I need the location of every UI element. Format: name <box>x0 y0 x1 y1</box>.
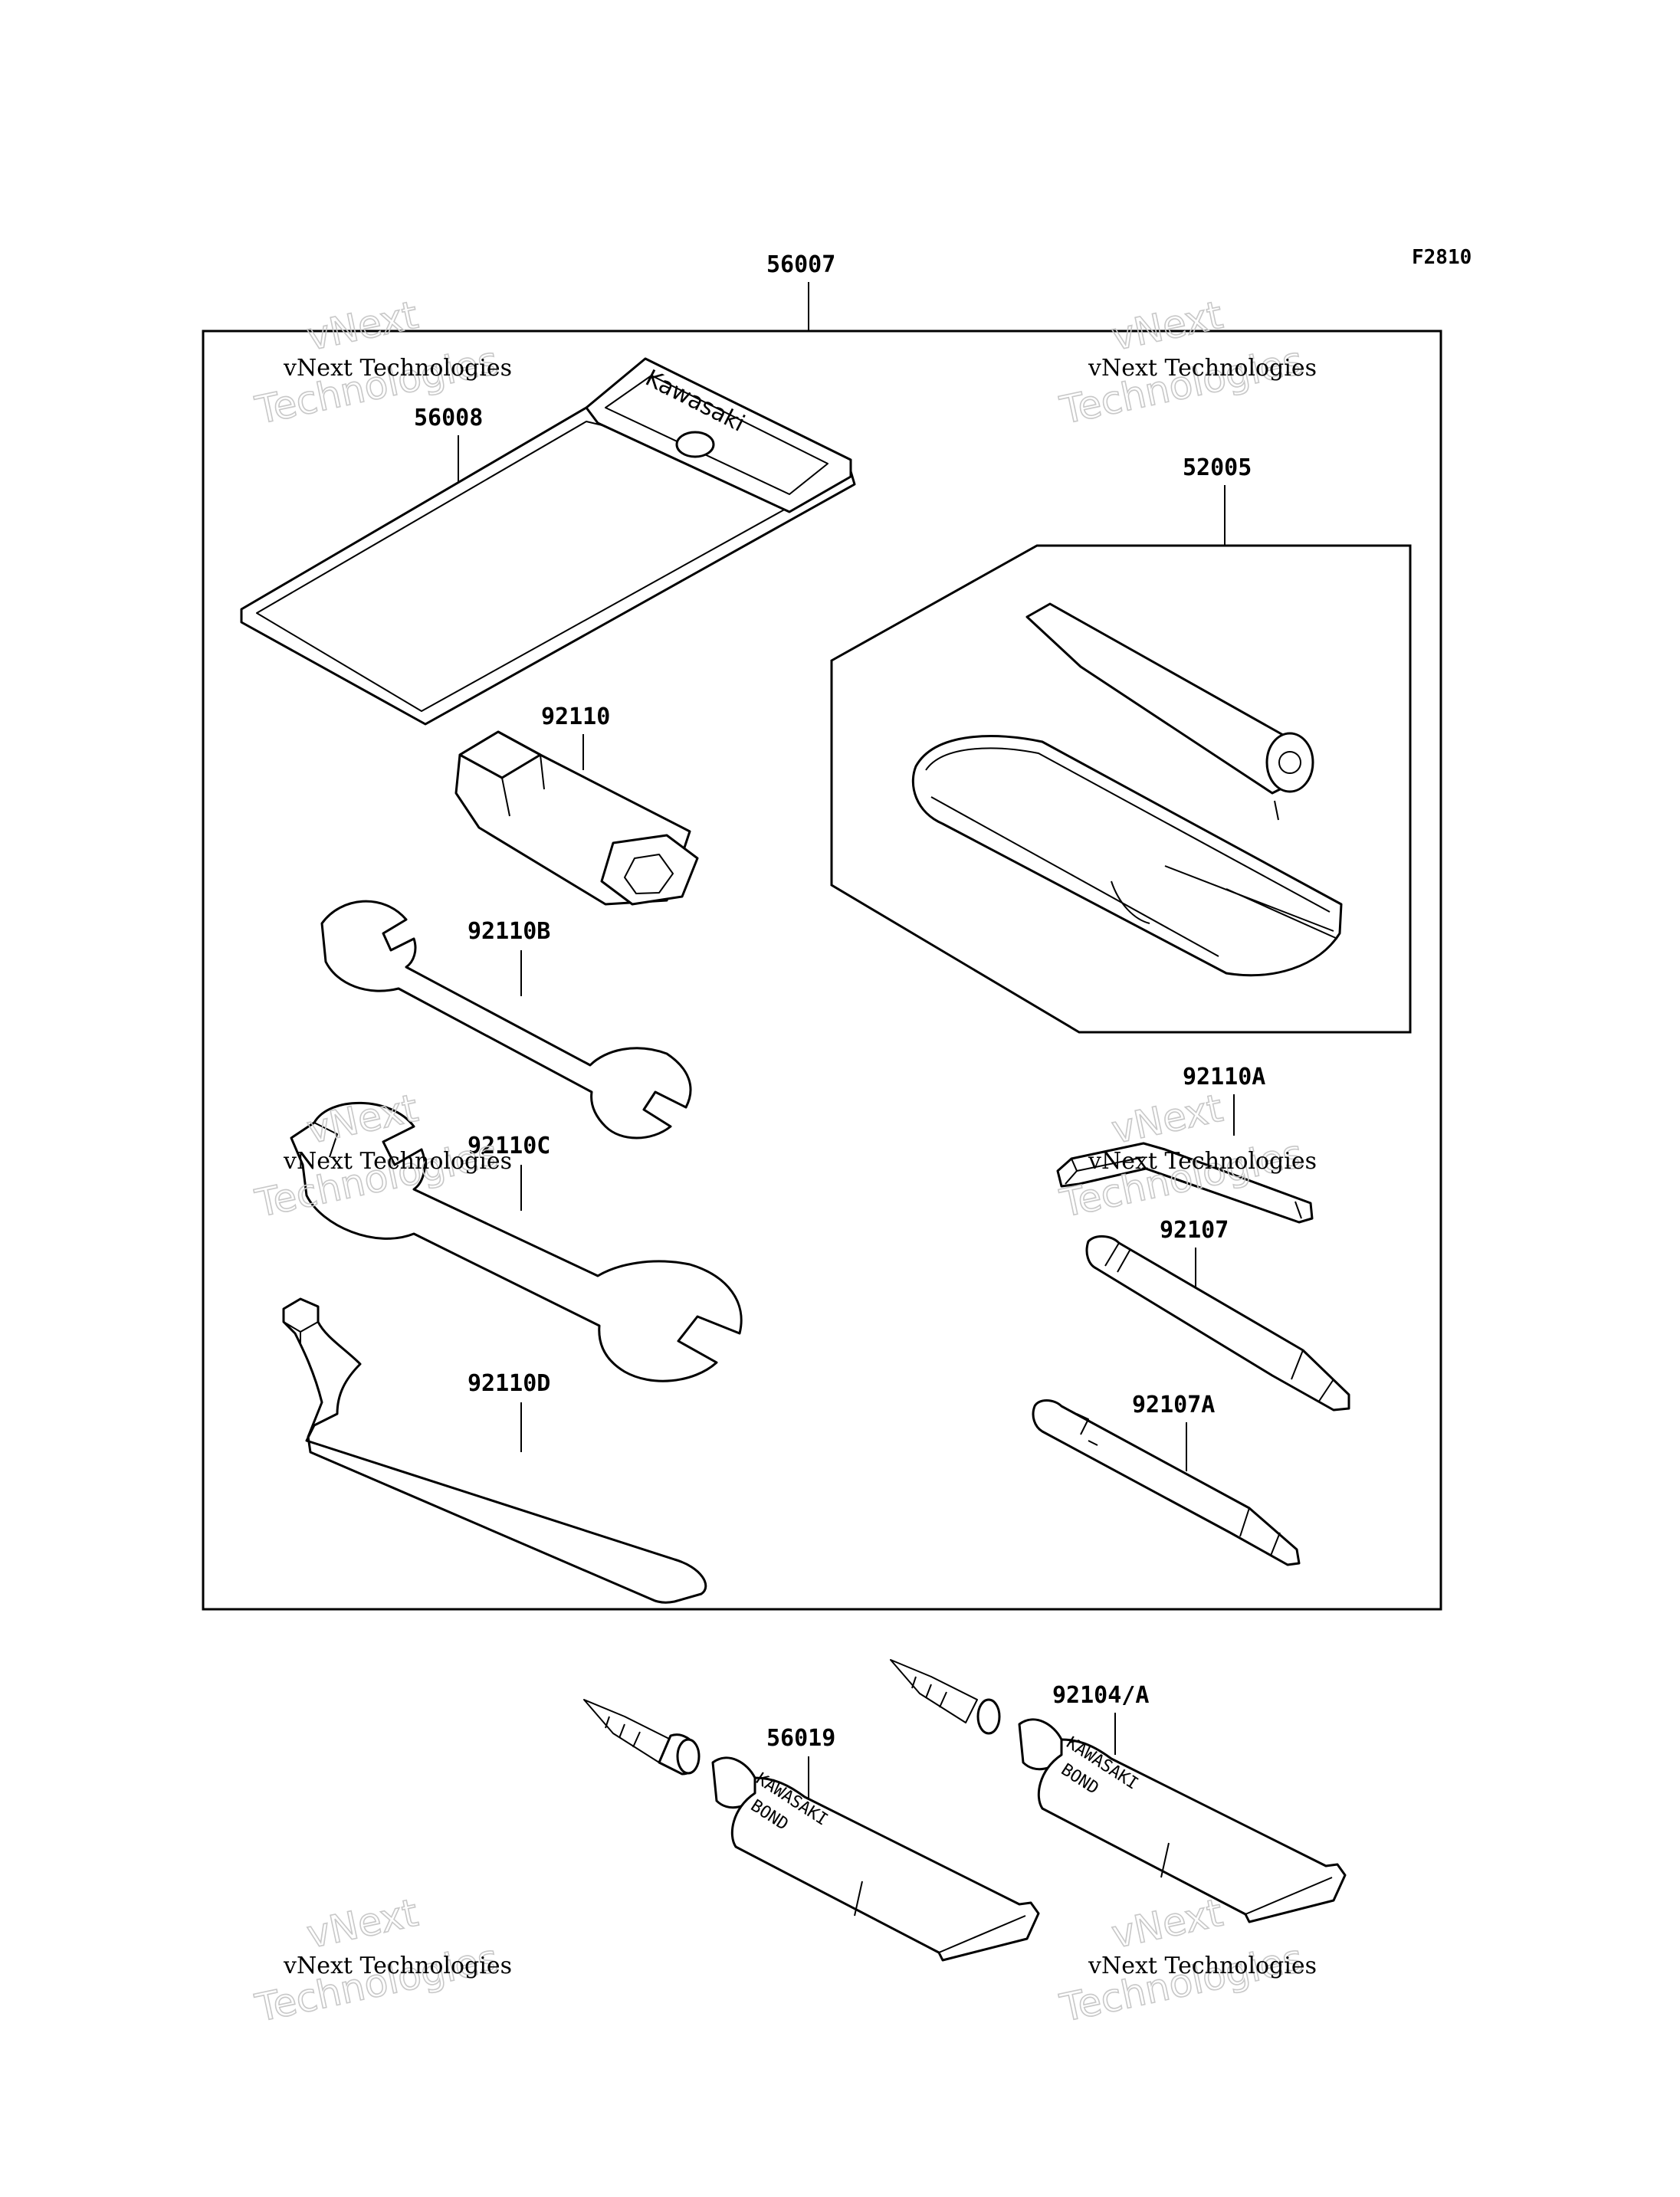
label-92110B: 92110B <box>468 918 550 945</box>
label-92110C: 92110C <box>468 1133 550 1159</box>
label-92110D: 92110D <box>468 1370 550 1397</box>
svg-text:vNext Technologies: vNext Technologies <box>283 1953 512 1979</box>
svg-text:Technologies: Technologies <box>251 1936 502 2031</box>
svg-text:vNext: vNext <box>1107 293 1226 359</box>
diagram-code: F2810 <box>1412 246 1472 269</box>
svg-text:vNext: vNext <box>1107 1086 1226 1153</box>
label-92110: 92110 <box>541 703 610 730</box>
svg-text:Technologies: Technologies <box>1056 1936 1307 2031</box>
label-56019: 56019 <box>766 1725 835 1752</box>
watermark: vNext Technologies vNext Technologies <box>1055 292 1317 434</box>
plug-wrench-92110 <box>454 730 699 906</box>
label-92110A: 92110A <box>1183 1064 1265 1090</box>
screwdriver-92107 <box>1085 1235 1350 1412</box>
svg-text:vNext: vNext <box>303 293 422 359</box>
svg-text:vNext Technologies: vNext Technologies <box>1088 1148 1317 1175</box>
kit-frame <box>202 330 1442 1611</box>
label-52005: 52005 <box>1183 454 1252 481</box>
svg-text:vNext: vNext <box>303 1890 422 1957</box>
hex-wrench-92110A <box>1056 1142 1314 1224</box>
label-92107A: 92107A <box>1132 1392 1215 1418</box>
label-92107: 92107 <box>1160 1217 1229 1244</box>
tool-kit-bag-52005 <box>911 602 1343 977</box>
watermark: vNext Technologies vNext Technologies <box>251 1890 512 2031</box>
screwdriver-92107A <box>1032 1399 1301 1566</box>
svg-text:Technologies: Technologies <box>1056 338 1307 433</box>
svg-text:vNext Technologies: vNext Technologies <box>283 1148 512 1175</box>
wrench-92110D <box>282 1297 707 1604</box>
wrench-92110B <box>320 900 692 1139</box>
label-92104A: 92104/A <box>1052 1682 1149 1709</box>
label-56007: 56007 <box>766 251 835 278</box>
label-56008: 56008 <box>414 405 483 431</box>
svg-text:vNext Technologies: vNext Technologies <box>1088 355 1317 382</box>
wrench-92110C <box>290 1101 743 1382</box>
svg-text:vNext: vNext <box>1107 1890 1226 1957</box>
svg-text:vNext Technologies: vNext Technologies <box>283 355 512 382</box>
svg-text:vNext Technologies: vNext Technologies <box>1088 1953 1317 1979</box>
bag-frame <box>830 544 1412 1034</box>
